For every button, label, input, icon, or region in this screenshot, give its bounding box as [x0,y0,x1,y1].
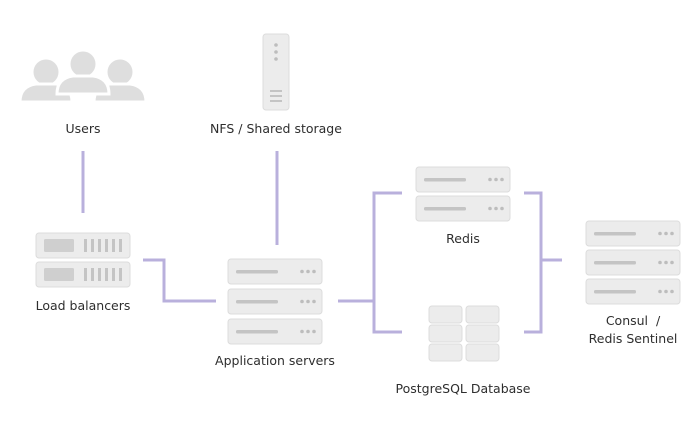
load-balancer-icon [35,232,131,288]
postgres-label: PostgreSQL Database [395,381,531,396]
consul-server-stack-icon [585,220,681,305]
connectors [81,151,562,334]
redis-server-stack-icon [415,166,511,222]
left-bracket [372,191,402,334]
consul-label-line1: Consul / [605,313,661,328]
load-balancers-label: Load balancers [35,298,131,313]
app-server-stack-icon [227,258,323,345]
users-icon [18,48,148,104]
storage-tower-icon [262,33,290,111]
database-icon [428,305,500,362]
nfs-label: NFS / Shared storage [210,121,342,136]
right-bracket [524,191,543,334]
consul-label-line2: Redis Sentinel [588,331,678,346]
redis-label: Redis [446,231,480,246]
users-label: Users [65,121,101,136]
app-servers-label: Application servers [215,353,335,368]
connector-lb-app [143,258,216,303]
